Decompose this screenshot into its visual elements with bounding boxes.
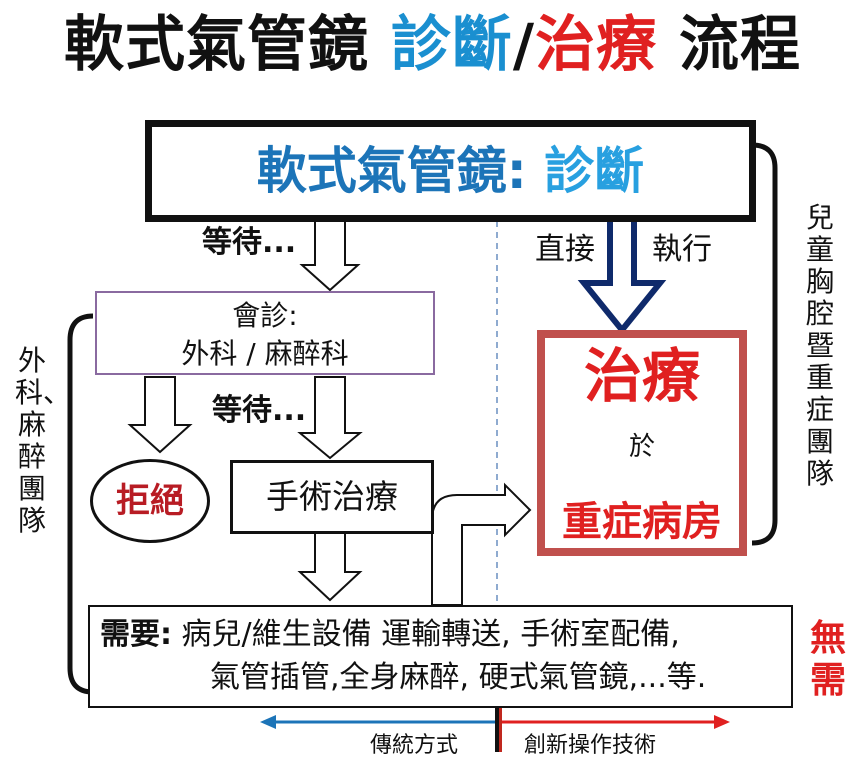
arrow-bent-to-treatment bbox=[431, 482, 532, 606]
wait-mid-label: 等待... bbox=[212, 393, 307, 428]
arrow-needs bbox=[297, 529, 363, 602]
needs-box bbox=[88, 605, 793, 708]
execute-label: 執行 bbox=[652, 232, 712, 267]
title-part1: 軟式氣管鏡 bbox=[64, 10, 391, 80]
traditional-label: 傳統方式 bbox=[370, 733, 459, 758]
treatment-box bbox=[537, 330, 747, 556]
arrow-surgery bbox=[297, 376, 363, 460]
center-divider-tick bbox=[495, 708, 500, 752]
arrow-direct bbox=[577, 207, 667, 335]
center-divider-tick-red bbox=[499, 708, 502, 752]
diagnosis-accent: 診斷 bbox=[544, 142, 645, 200]
title-diagnosis: 診斷 bbox=[390, 10, 513, 80]
consult-box: 會診: 外科 / 麻醉科 bbox=[95, 291, 435, 375]
title-treatment: 治療 bbox=[535, 10, 658, 80]
treatment-at: 於 bbox=[628, 432, 655, 462]
treatment-title: 治療 bbox=[583, 342, 700, 410]
title-slash: / bbox=[512, 11, 536, 79]
left-bracket bbox=[67, 313, 94, 695]
needs-line1: 需要: 病兒/維生設備 運輸轉送, 手術室配備, bbox=[100, 615, 680, 655]
title-part5: 流程 bbox=[657, 10, 801, 80]
page-title: 軟式氣管鏡 診斷/治療 流程 bbox=[0, 6, 865, 84]
arrow-wait-top bbox=[299, 209, 361, 292]
consult-line2: 外科 / 麻醉科 bbox=[181, 337, 349, 370]
left-team-label: 外科、麻醉團隊 bbox=[15, 344, 72, 537]
innovative-label: 創新操作技術 bbox=[524, 733, 657, 758]
diagnosis-box: 軟式氣管鏡: 診斷 bbox=[145, 120, 756, 222]
innovative-arrow-head bbox=[714, 715, 730, 729]
consult-line1: 會診: bbox=[232, 299, 298, 332]
refuse-ellipse: 拒絕 bbox=[90, 459, 210, 543]
diagnosis-main: 軟式氣管鏡: bbox=[256, 142, 545, 200]
no-need-label: 無需 bbox=[809, 618, 846, 701]
needs-line2: 氣管插管,全身麻醉, 硬式氣管鏡,...等. bbox=[210, 660, 707, 695]
treatment-ward: 重症病房 bbox=[562, 499, 722, 545]
wait-top-label: 等待... bbox=[202, 225, 297, 260]
right-bracket bbox=[751, 142, 778, 546]
needs-text1: 病兒/維生設備 運輸轉送, 手術室配備, bbox=[172, 617, 680, 652]
needs-label: 需要: bbox=[100, 617, 172, 652]
arrow-refuse bbox=[127, 376, 193, 454]
surgery-box: 手術治療 bbox=[230, 460, 434, 534]
right-team-label: 兒童胸腔暨重症團隊 bbox=[805, 201, 834, 490]
traditional-arrow-head bbox=[260, 715, 276, 729]
direct-label: 直接 bbox=[535, 232, 595, 267]
